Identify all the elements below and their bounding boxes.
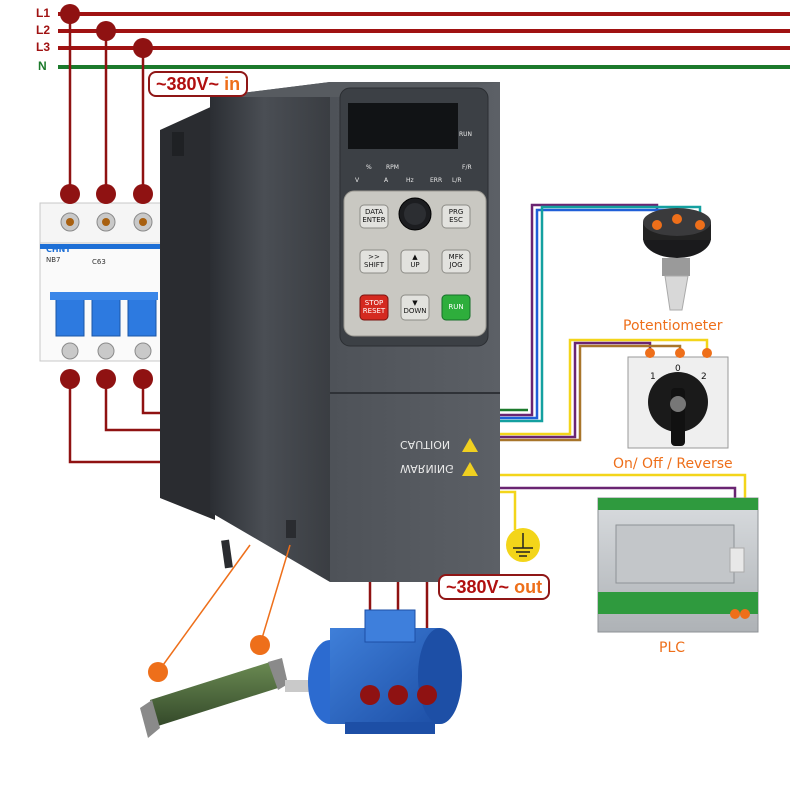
key-mfk-jog — [441, 249, 471, 274]
key-down — [400, 294, 430, 321]
selector-switch — [627, 348, 729, 449]
breaker-in-1 — [60, 184, 80, 204]
led-fr: F/R — [462, 164, 472, 171]
input-voltage-value: ~380V~ — [156, 74, 220, 94]
breaker-model: NB7 — [46, 256, 61, 264]
led-run: RUN — [459, 131, 473, 138]
output-voltage-label: ~380V~ out — [438, 574, 551, 600]
key-run-label: RUN — [448, 303, 464, 311]
key-down-label: ▼DOWN — [403, 299, 427, 315]
l2-label: L2 — [36, 23, 51, 37]
brake-resistor — [140, 544, 291, 738]
switch-pos-1: 1 — [650, 372, 656, 382]
breaker-in-2 — [96, 184, 116, 204]
key-run — [441, 294, 471, 321]
breaker-rating: C63 — [92, 258, 106, 266]
led-lr: L/R — [452, 177, 462, 184]
warning-title: WARNING — [400, 462, 454, 475]
potentiometer-label: Potentiometer — [623, 318, 723, 334]
caution-title: CAUTION — [400, 438, 451, 451]
output-voltage-suffix: out — [514, 577, 543, 597]
input-voltage-suffix: in — [224, 74, 241, 94]
n-label: N — [38, 59, 47, 73]
input-voltage-label: ~380V~ in — [148, 71, 249, 97]
key-prg-esc — [441, 204, 471, 229]
inverter — [160, 82, 500, 700]
circuit-breaker — [39, 184, 165, 389]
led-hz: Hz — [406, 177, 414, 184]
key-data-enter — [359, 204, 389, 229]
led-a: A — [384, 177, 389, 184]
key-stop-reset — [359, 294, 389, 321]
power-bus — [58, 4, 790, 192]
led-err: ERR — [430, 177, 443, 184]
led-rpm: RPM — [386, 164, 399, 171]
switch-label: On/ Off / Reverse — [613, 456, 733, 472]
breaker-brand: CHNT — [46, 245, 71, 254]
l1-label: L1 — [36, 6, 51, 20]
switch-pos-0: 0 — [675, 364, 681, 374]
l3-label: L3 — [36, 40, 51, 54]
key-shift — [359, 249, 389, 274]
earth-ground-symbol — [506, 528, 540, 562]
plc-module — [597, 497, 759, 633]
led-percent: % — [366, 164, 372, 171]
key-shift-label: >>SHIFT — [364, 253, 384, 269]
plc-label: PLC — [659, 640, 686, 656]
key-up-label: ▲UP — [410, 253, 420, 269]
key-up — [400, 249, 430, 274]
output-voltage-value: ~380V~ — [446, 577, 510, 597]
breaker-in-3 — [133, 184, 153, 204]
switch-pos-2: 2 — [701, 372, 707, 382]
led-v: V — [355, 177, 360, 184]
potentiometer — [643, 208, 711, 311]
motor — [285, 609, 462, 734]
